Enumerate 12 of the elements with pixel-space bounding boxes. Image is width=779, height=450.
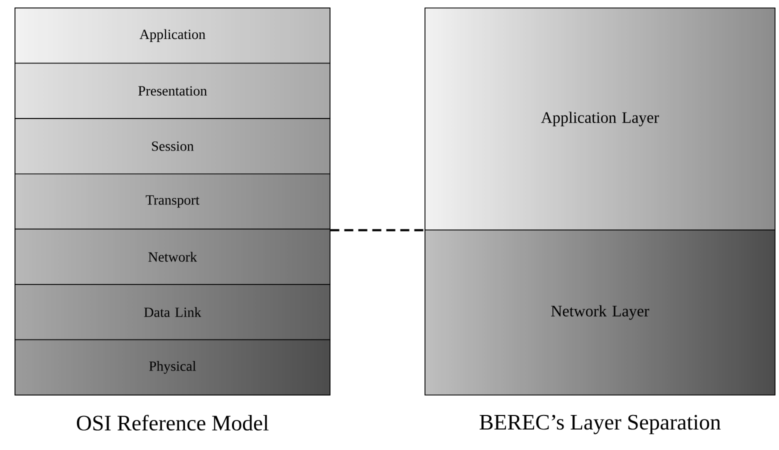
layer-box: Physical (14, 339, 330, 396)
dashed-line (330, 229, 425, 232)
layer-box: Session (14, 118, 330, 174)
layer-box: Application Layer (424, 8, 776, 230)
layer-box: Network (14, 228, 330, 285)
layer-box: Transport (14, 173, 330, 230)
layer-box: Network Layer (424, 230, 776, 396)
node-label: OSI Reference Model (76, 414, 269, 431)
layer-box: Presentation (14, 62, 330, 119)
layer-box: Application (14, 8, 330, 64)
node-label: BEREC’s Layer Separation (480, 414, 721, 434)
layer-box: Data Link (14, 284, 330, 340)
